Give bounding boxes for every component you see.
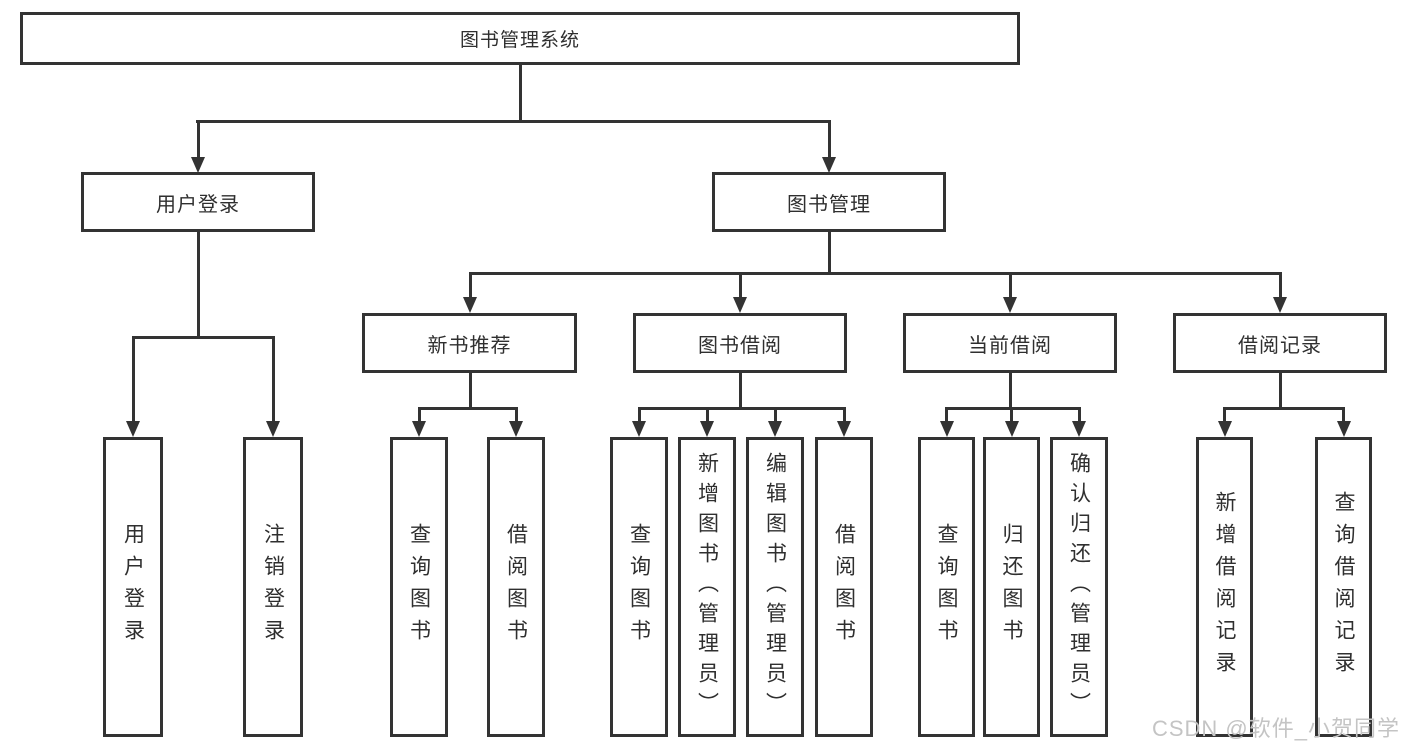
connector-drop-bb-borrow <box>842 407 846 423</box>
leaf-nb-query-books-label: 查询图书 <box>407 523 431 651</box>
connector-drop-leaf-logout <box>271 336 275 422</box>
connector-drop-br-add <box>1223 407 1226 423</box>
connector-drop-cb-return <box>1010 407 1013 423</box>
connector-root-stem <box>519 65 522 123</box>
node-root: 图书管理系统 <box>20 12 1020 65</box>
arrowhead-bb-add <box>700 421 714 437</box>
connector-drop-br-query <box>1342 407 1345 423</box>
leaf-bb-query-books-label: 查询图书 <box>627 523 651 651</box>
node-book-borrow: 图书借阅 <box>633 313 847 373</box>
connector-book-mgmt-stem <box>827 232 831 272</box>
leaf-logout-label: 注销登录 <box>261 523 285 651</box>
leaf-nb-borrow-books-label: 借阅图书 <box>504 523 528 651</box>
arrowhead-current-borrow <box>1003 297 1017 313</box>
leaf-cb-return-books-label: 归还图书 <box>1000 523 1023 651</box>
connector-borrow-records-stem <box>1278 373 1282 407</box>
connector-drop-new-books <box>468 272 472 300</box>
leaf-cb-query-books: 查询图书 <box>918 437 975 737</box>
connector-drop-bb-edit <box>773 407 777 423</box>
connector-new-books-stem <box>468 373 472 407</box>
connector-user-login-stem <box>196 232 200 336</box>
connector-new-books-hline <box>417 407 518 410</box>
connector-drop-current-borrow <box>1008 272 1012 300</box>
leaf-bb-add-books-label: 新增图书（管理员） <box>695 452 719 722</box>
leaf-bb-edit-books-label: 编辑图书（管理员） <box>763 452 787 722</box>
leaf-user-login-label: 用户登录 <box>121 523 145 651</box>
connector-root-hline <box>196 120 831 123</box>
leaf-bb-edit-books: 编辑图书（管理员） <box>746 437 804 737</box>
arrowhead-cb-query <box>940 421 954 437</box>
connector-drop-book-mgmt <box>827 120 831 160</box>
arrowhead-cb-return <box>1005 421 1019 437</box>
connector-drop-leaf-user-login <box>131 336 135 422</box>
node-borrow-records-label: 借阅记录 <box>1238 334 1322 357</box>
leaf-cb-query-books-label: 查询图书 <box>935 523 958 651</box>
leaf-cb-confirm-return: 确认归还（管理员） <box>1050 437 1108 737</box>
arrowhead-bb-borrow <box>837 421 851 437</box>
arrowhead-br-query <box>1337 421 1351 437</box>
node-user-login: 用户登录 <box>81 172 315 232</box>
leaf-logout: 注销登录 <box>243 437 303 737</box>
connector-drop-nb-query <box>417 407 421 423</box>
connector-drop-user-login <box>196 120 200 160</box>
leaf-bb-borrow-books-label: 借阅图书 <box>832 523 856 651</box>
leaf-bb-borrow-books: 借阅图书 <box>815 437 873 737</box>
connector-current-borrow-stem <box>1008 373 1012 407</box>
connector-drop-bb-query <box>637 407 641 423</box>
arrowhead-leaf-user-login <box>126 421 140 437</box>
leaf-bb-query-books: 查询图书 <box>610 437 668 737</box>
node-current-borrow: 当前借阅 <box>903 313 1117 373</box>
leaf-br-add-record: 新增借阅记录 <box>1196 437 1253 737</box>
connector-drop-nb-borrow <box>514 407 518 423</box>
connector-book-borrow-hline <box>637 407 846 410</box>
leaf-br-add-record-label: 新增借阅记录 <box>1213 491 1236 683</box>
node-book-mgmt-label: 图书管理 <box>787 193 871 216</box>
connector-drop-book-borrow <box>738 272 742 300</box>
leaf-bb-add-books: 新增图书（管理员） <box>678 437 736 737</box>
node-book-borrow-label: 图书借阅 <box>698 334 782 357</box>
arrowhead-new-books <box>463 297 477 313</box>
arrowhead-nb-query <box>412 421 426 437</box>
node-borrow-records: 借阅记录 <box>1173 313 1387 373</box>
arrowhead-cb-confirm <box>1072 421 1086 437</box>
arrowhead-br-add <box>1218 421 1232 437</box>
connector-drop-bb-add <box>705 407 709 423</box>
leaf-br-query-record-label: 查询借阅记录 <box>1332 491 1355 683</box>
node-new-books: 新书推荐 <box>362 313 577 373</box>
node-user-login-label: 用户登录 <box>156 193 240 216</box>
node-book-mgmt: 图书管理 <box>712 172 946 232</box>
connector-drop-borrow-records <box>1278 272 1282 300</box>
node-new-books-label: 新书推荐 <box>427 334 512 357</box>
arrowhead-nb-borrow <box>509 421 523 437</box>
leaf-br-query-record: 查询借阅记录 <box>1315 437 1372 737</box>
leaf-user-login: 用户登录 <box>103 437 163 737</box>
csdn-watermark: CSDN @软件_小贺同学 <box>1151 716 1400 741</box>
arrowhead-user-login <box>191 157 205 173</box>
connector-borrow-records-hline <box>1223 407 1345 410</box>
arrowhead-book-borrow <box>733 297 747 313</box>
node-root-label: 图书管理系统 <box>459 30 580 51</box>
arrowhead-bb-edit <box>768 421 782 437</box>
node-current-borrow-label: 当前借阅 <box>968 334 1052 357</box>
leaf-nb-query-books: 查询图书 <box>390 437 448 737</box>
connector-user-login-hline <box>131 336 275 339</box>
leaf-nb-borrow-books: 借阅图书 <box>487 437 545 737</box>
arrowhead-book-mgmt <box>822 157 836 173</box>
arrowhead-leaf-logout <box>266 421 280 437</box>
connector-book-mgmt-hline <box>468 272 1282 275</box>
connector-drop-cb-query <box>945 407 948 423</box>
arrowhead-borrow-records <box>1273 297 1287 313</box>
connector-book-borrow-stem <box>738 373 742 407</box>
leaf-cb-confirm-return-label: 确认归还（管理员） <box>1067 452 1091 722</box>
arrowhead-bb-query <box>632 421 646 437</box>
leaf-cb-return-books: 归还图书 <box>983 437 1040 737</box>
connector-drop-cb-confirm <box>1077 407 1081 423</box>
